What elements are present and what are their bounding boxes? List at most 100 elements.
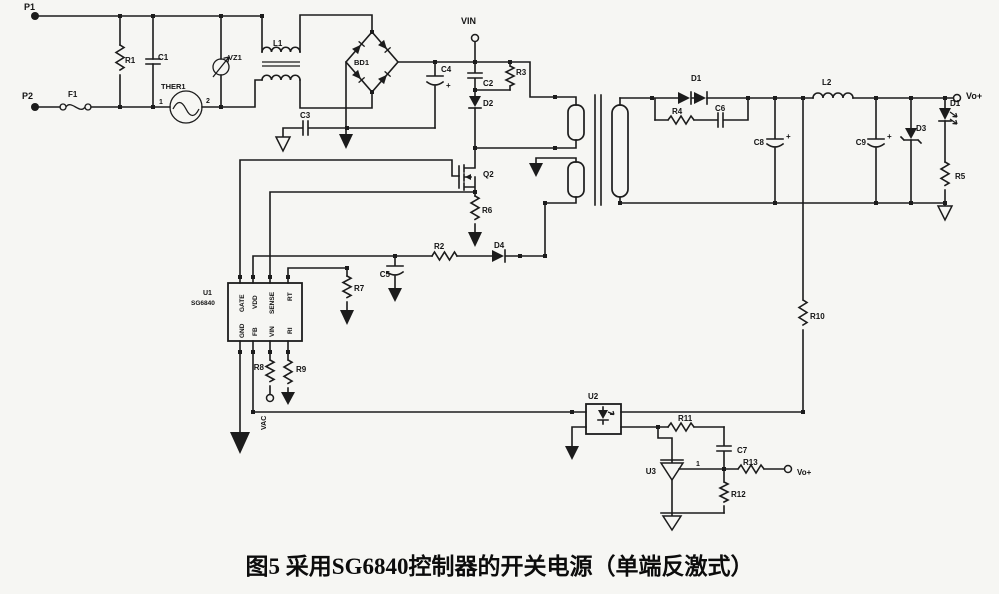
feedback-network: [571, 403, 804, 517]
sense-wire: [269, 191, 476, 278]
primary-winding: [567, 104, 585, 141]
aux-supply-line: [252, 249, 546, 289]
label-r5: R5: [955, 172, 966, 181]
label-vz1: VZ1: [228, 53, 242, 62]
label-d3: D3: [916, 124, 927, 133]
diode-d2: [468, 89, 482, 149]
shunt-regulator-u3: [659, 459, 725, 514]
label-c6: C6: [715, 104, 726, 113]
label-c3: C3: [300, 111, 311, 120]
clamp-network: [467, 61, 577, 149]
label-c5: C5: [380, 270, 391, 279]
mosfet-q2: [239, 147, 481, 278]
label-d2: D2: [483, 99, 494, 108]
label-p2: P2: [22, 91, 33, 101]
ground-primary-icon: [339, 134, 353, 149]
gate-wire: [239, 159, 460, 278]
label-l1: L1: [273, 39, 283, 48]
label-ther1-pin1: 1: [159, 99, 163, 106]
transformer-core: [594, 94, 602, 206]
zener-d3: [899, 97, 923, 204]
label-ther1: THER1: [161, 82, 186, 91]
label-c9-plus: +: [887, 132, 892, 141]
label-r8: R8: [254, 363, 265, 372]
resistor-r12: [718, 468, 730, 514]
label-q2: Q2: [483, 170, 494, 179]
label-bd1: BD1: [354, 58, 369, 67]
fuse-f1: [59, 103, 92, 111]
label-r9: R9: [296, 365, 307, 374]
fb-wire: [252, 351, 587, 413]
label-vin-terminal: VIN: [461, 16, 476, 26]
ic-body: [227, 282, 303, 342]
label-d4: D4: [494, 241, 505, 250]
capacitor-c3: [282, 120, 436, 138]
resistor-r7: [341, 274, 353, 311]
opto-emitter-wire: [571, 426, 587, 447]
output-stage: [619, 91, 962, 413]
resistor-r10: [797, 97, 809, 413]
label-u1-part: SG6840: [191, 300, 215, 307]
choke-l1: [261, 14, 373, 109]
diode-d4: [492, 249, 546, 263]
ic-pin-stubs: [239, 276, 289, 353]
label-r1: R1: [125, 56, 136, 65]
capacitor-c5: [385, 255, 405, 289]
vo-plus-terminal: [952, 93, 962, 103]
optocoupler-u2: [585, 403, 622, 435]
label-f1: F1: [68, 90, 78, 99]
label-u3-ref-pin: 1: [696, 461, 700, 468]
resistor-r2: [430, 250, 459, 262]
secondary-ground-rail: [619, 202, 946, 207]
resistor-r3: [504, 61, 516, 91]
resistor-r5: [939, 160, 951, 204]
label-u3: U3: [646, 467, 657, 476]
thermistor-ther1: [169, 90, 203, 124]
label-pin-vdd: VDD: [252, 295, 259, 309]
label-pin-ri: RI: [287, 327, 294, 334]
label-r3: R3: [516, 68, 527, 77]
aux-bottom-wire: [544, 196, 577, 257]
resistor-r6: [469, 194, 481, 233]
label-c7: C7: [737, 446, 748, 455]
ground-r7-icon: [340, 310, 354, 325]
label-l2: L2: [822, 78, 832, 87]
resistor-r11: [666, 421, 725, 433]
transformer: [535, 94, 629, 257]
label-r13: R13: [743, 458, 758, 467]
label-u2: U2: [588, 392, 599, 401]
vac-terminal: [265, 393, 275, 403]
label-vac: VAC: [261, 416, 268, 430]
label-d1-rect: D1: [691, 74, 702, 83]
capacitor-c2: [467, 61, 483, 91]
capacitor-c4: [425, 61, 445, 129]
label-r2: R2: [434, 242, 445, 251]
label-c1: C1: [158, 53, 169, 62]
capacitor-c8: [765, 97, 785, 204]
ground-c3-icon: [274, 136, 292, 153]
label-c2: C2: [483, 79, 494, 88]
label-p1: P1: [24, 2, 35, 12]
ground-output-icon: [936, 205, 954, 222]
opto-led-symbol: [597, 406, 615, 425]
ground-r9-icon: [281, 392, 295, 405]
capacitor-c9: [866, 97, 886, 204]
label-c4: C4: [441, 65, 452, 74]
primary-return-wire: [474, 139, 577, 149]
ground-opto-icon: [565, 446, 579, 460]
label-vo-top: Vo+: [966, 91, 982, 101]
ground-gnd-pin-icon: [230, 432, 250, 454]
label-r4: R4: [672, 107, 683, 116]
ground-symbols: [230, 134, 954, 532]
ground-u3-icon: [661, 515, 683, 532]
label-d1-led: D1: [950, 99, 961, 108]
capacitor-c7: [716, 426, 732, 470]
dc-plus-rail: [397, 61, 577, 106]
label-r11: R11: [678, 414, 693, 423]
bridge-rectifier-bd1: [344, 30, 577, 135]
label-c8-plus: +: [786, 132, 791, 141]
ground-c5-icon: [388, 288, 402, 302]
label-pin-vin: VIN: [269, 326, 276, 337]
